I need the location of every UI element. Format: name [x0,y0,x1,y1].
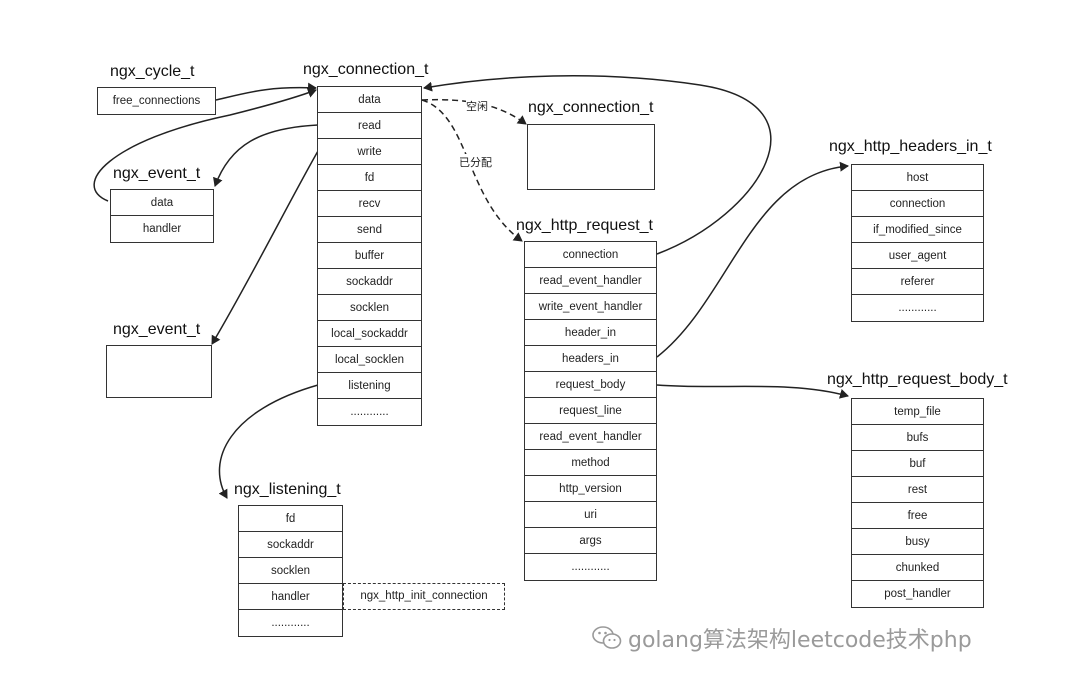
connection-struct: data read write fd recv send buffer sock… [317,86,422,426]
cycle-title: ngx_cycle_t [110,63,195,80]
request-body-struct: temp_file bufs buf rest free busy chunke… [851,398,984,608]
listening-struct: fd sockaddr socklen handler ............ [238,505,343,637]
edge-event-data-to-connection [93,88,317,202]
request-body-field: busy [852,529,983,555]
request-body-field: temp_file [852,399,983,425]
connection-field: local_socklen [318,347,421,373]
connection-field: write [318,139,421,165]
label-idle: 空闲 [466,98,488,114]
listening-field: sockaddr [239,532,342,558]
connection-field: listening [318,373,421,399]
request-field: ............ [571,561,610,573]
request-body-field: free [852,503,983,529]
connection-field: local_sockaddr [318,321,421,347]
request-field: uri [525,502,656,528]
event-title: ngx_event_t [113,165,201,182]
headers-in-field: connection [852,191,983,217]
connection-title: ngx_connection_t [303,61,429,78]
request-field: args [525,528,656,554]
event-empty-box [106,345,212,398]
request-field: http_version [525,476,656,502]
request-field: method [525,450,656,476]
headers-in-field: referer [852,269,983,295]
listening-field: fd [239,506,342,532]
headers-in-field: host [852,165,983,191]
listening-field: ............ [271,617,310,629]
connection-field: send [318,217,421,243]
request-body-field: bufs [852,425,983,451]
connection-field: socklen [318,295,421,321]
watermark-text: golang算法架构leetcode技术php [628,628,972,653]
cycle-struct: free_connections [97,87,216,115]
request-field: headers_in [525,346,656,372]
event-field: handler [142,223,182,235]
request-struct: connection read_event_handler write_even… [524,241,657,581]
cycle-field: free_connections [112,95,201,107]
headers-in-title: ngx_http_headers_in_t [829,138,992,155]
edge-request-connection-to-connection [423,75,772,255]
listening-field: socklen [239,558,342,584]
connection-field: read [318,113,421,139]
init-connection-box: ngx_http_init_connection [343,583,505,610]
request-body-field: chunked [852,555,983,581]
idle-connection-box [527,124,655,190]
headers-in-struct: host connection if_modified_since user_a… [851,164,984,322]
request-field: request_line [525,398,656,424]
request-field: read_event_handler [525,268,656,294]
request-body-field: post_handler [884,588,951,600]
request-body-field: rest [852,477,983,503]
edge-request-body-to-body-t [656,384,849,399]
request-field: read_event_handler [525,424,656,450]
headers-in-field: ............ [898,302,937,314]
request-body-title: ngx_http_request_body_t [827,371,1008,388]
edge-read-to-event [213,124,319,187]
request-body-field: buf [852,451,983,477]
connection-field: sockaddr [318,269,421,295]
event-struct: data handler [110,189,214,243]
request-title: ngx_http_request_t [516,217,653,234]
listening-title: ngx_listening_t [234,481,341,498]
edge-data-to-request [421,99,523,242]
edge-headers-in-to-headers-in-t [656,161,849,358]
connection-field: recv [318,191,421,217]
idle-connection-title: ngx_connection_t [528,99,654,116]
event-empty-title: ngx_event_t [113,321,201,338]
connection-field: data [318,87,421,113]
connection-field: ............ [350,406,389,418]
headers-in-field: if_modified_since [852,217,983,243]
edge-write-to-event [211,150,319,345]
request-field: write_event_handler [525,294,656,320]
wechat-icon [592,626,622,649]
request-field: connection [525,242,656,268]
request-field: request_body [525,372,656,398]
connection-field: buffer [318,243,421,269]
connection-field: fd [318,165,421,191]
label-allocated: 已分配 [459,154,492,170]
event-field: data [111,190,213,216]
headers-in-field: user_agent [852,243,983,269]
watermark: golang算法架构leetcode技术php [592,622,972,654]
listening-field: handler [239,584,342,610]
request-field: header_in [525,320,656,346]
edge-listening-to-listening-t [218,384,319,499]
edge-free-connections-to-connection [215,82,317,101]
